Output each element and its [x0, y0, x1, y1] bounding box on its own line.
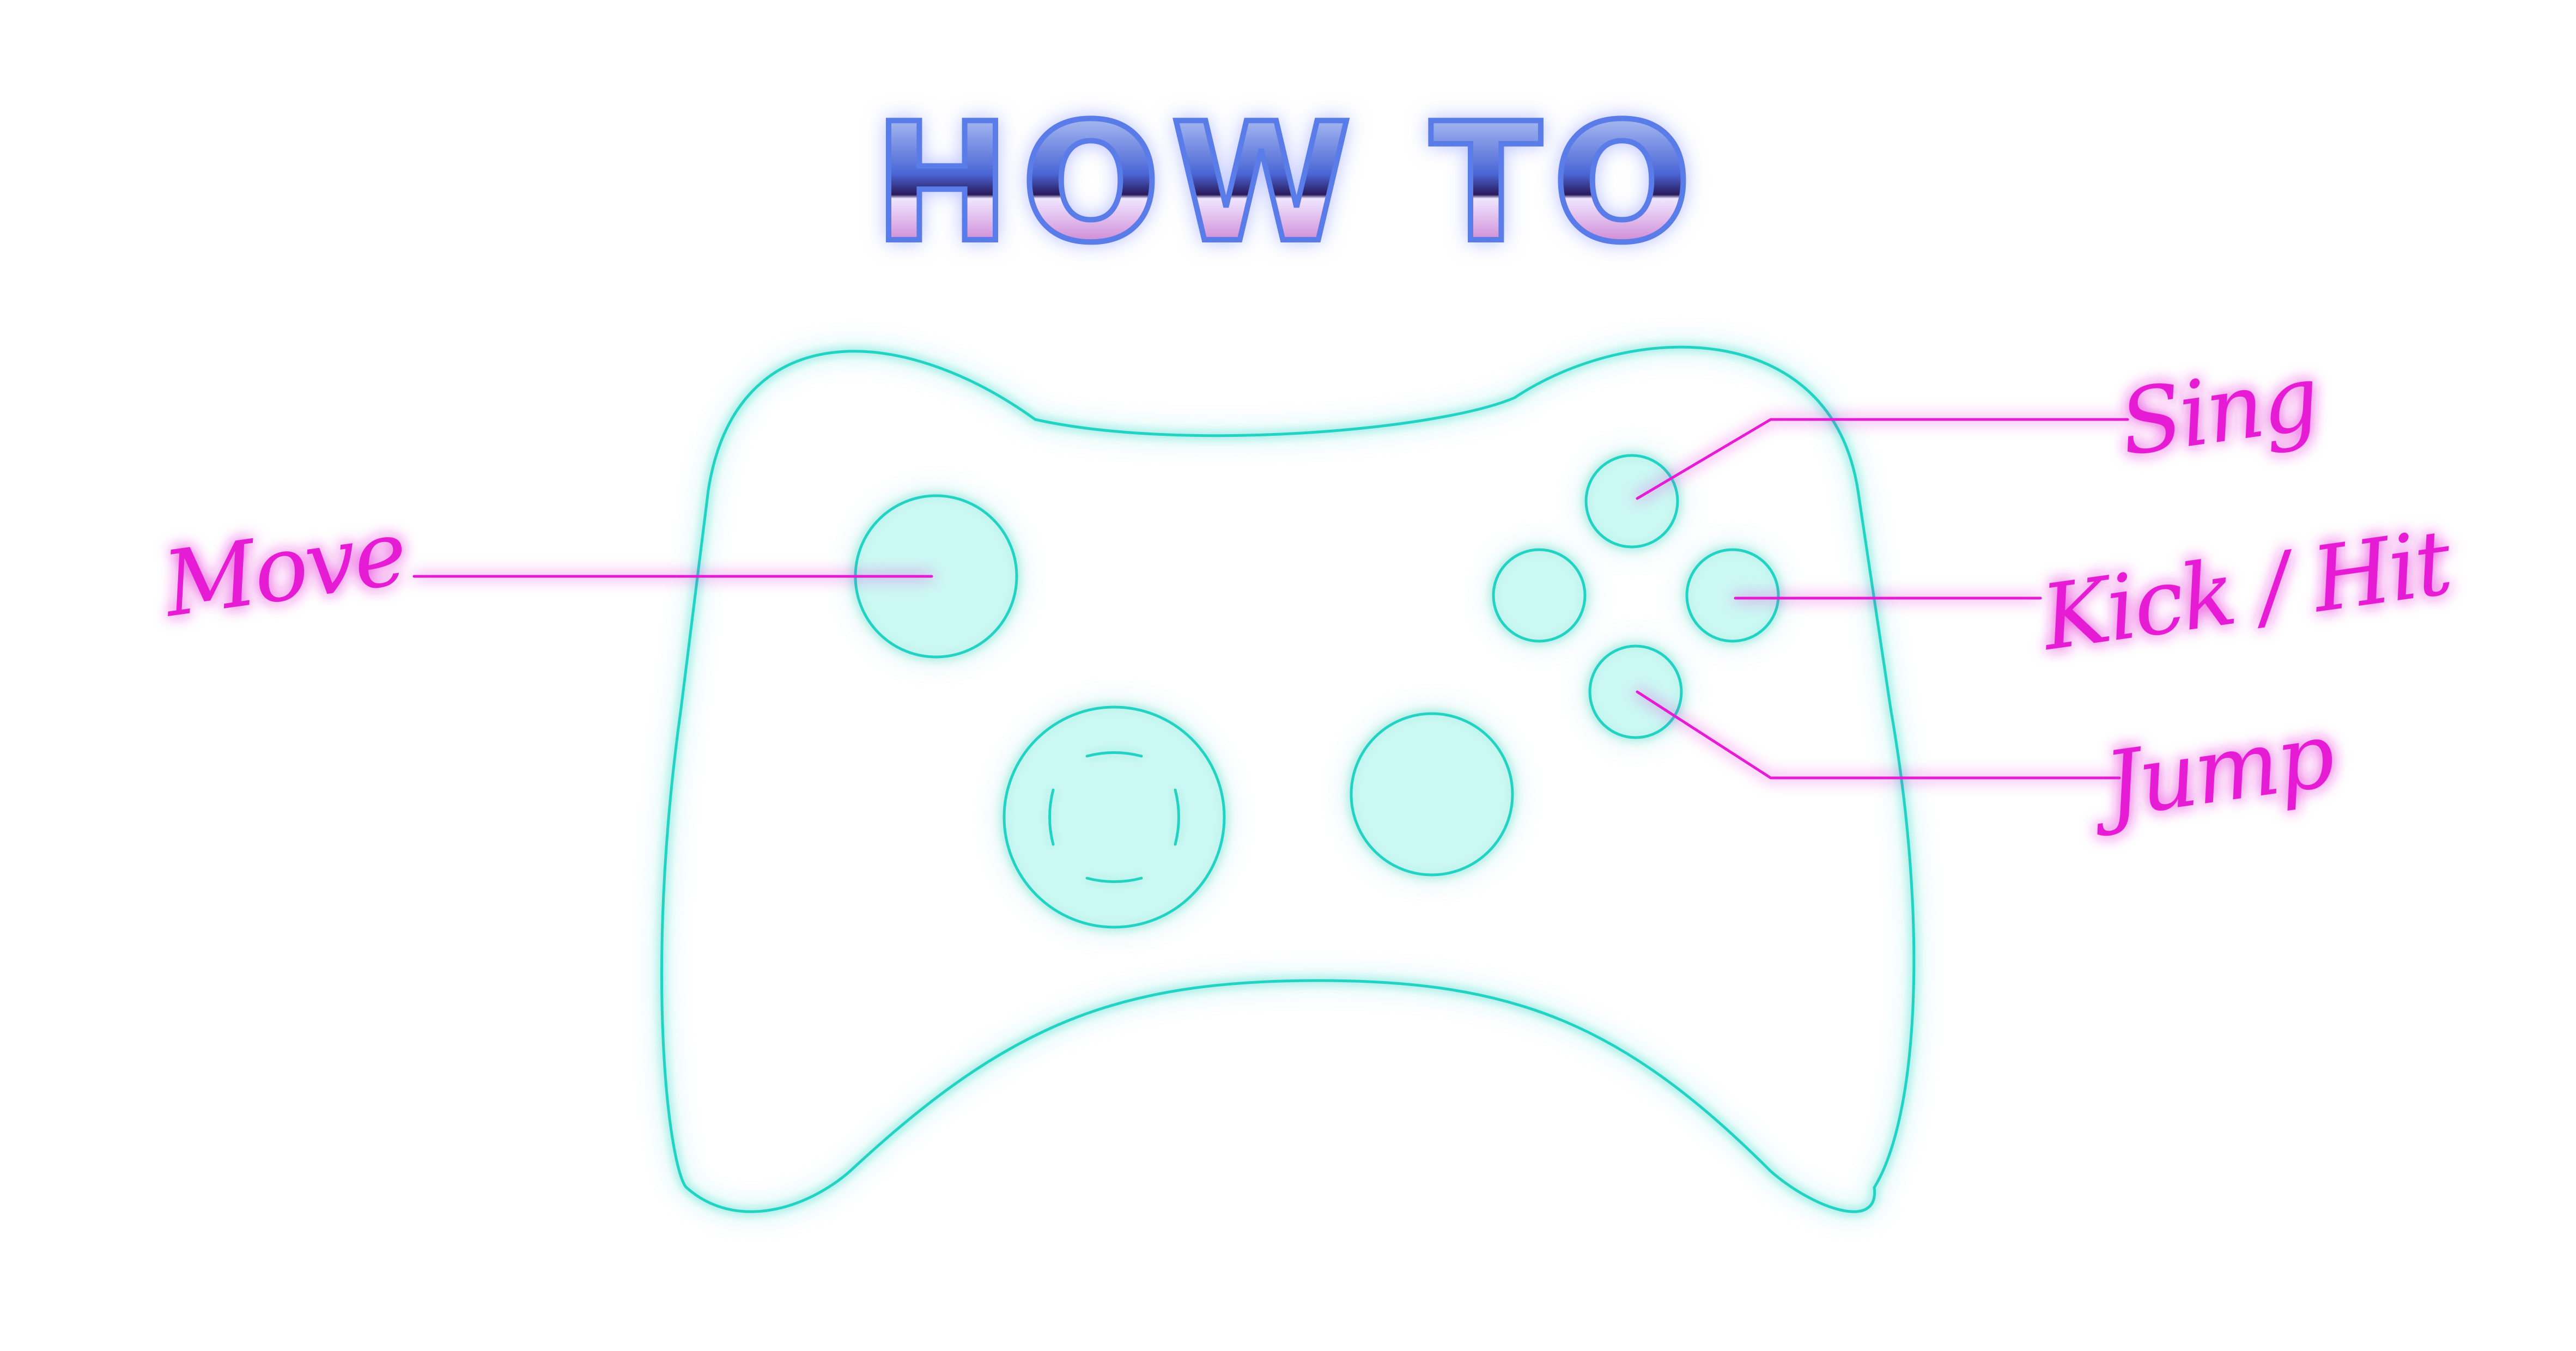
- dpad-icon: [1048, 751, 1180, 883]
- face-button-top[interactable]: [1584, 454, 1679, 549]
- jump-callout-line: [1636, 690, 2121, 780]
- face-button-right[interactable]: [1685, 548, 1780, 643]
- move-label: Move: [156, 500, 411, 637]
- face-button-bottom[interactable]: [1588, 644, 1683, 739]
- jump-label: Jump: [2083, 702, 2339, 839]
- dpad-ring-dpad-icon[interactable]: [1003, 705, 1226, 929]
- right-stick-joystick-icon[interactable]: [1350, 712, 1514, 877]
- page-title: HOW TO: [873, 88, 1702, 278]
- controller-body-outline: [660, 345, 1916, 1213]
- title-group: HOW TO: [871, 86, 1702, 281]
- sing-callout-line: [1636, 418, 2129, 500]
- gamepad-icon: [660, 345, 1916, 1213]
- callout-lines: [412, 418, 2129, 780]
- sing-label: Sing: [2114, 345, 2324, 476]
- face-button-left[interactable]: [1492, 548, 1587, 643]
- kick-hit-label: Kick / Hit: [2034, 510, 2458, 671]
